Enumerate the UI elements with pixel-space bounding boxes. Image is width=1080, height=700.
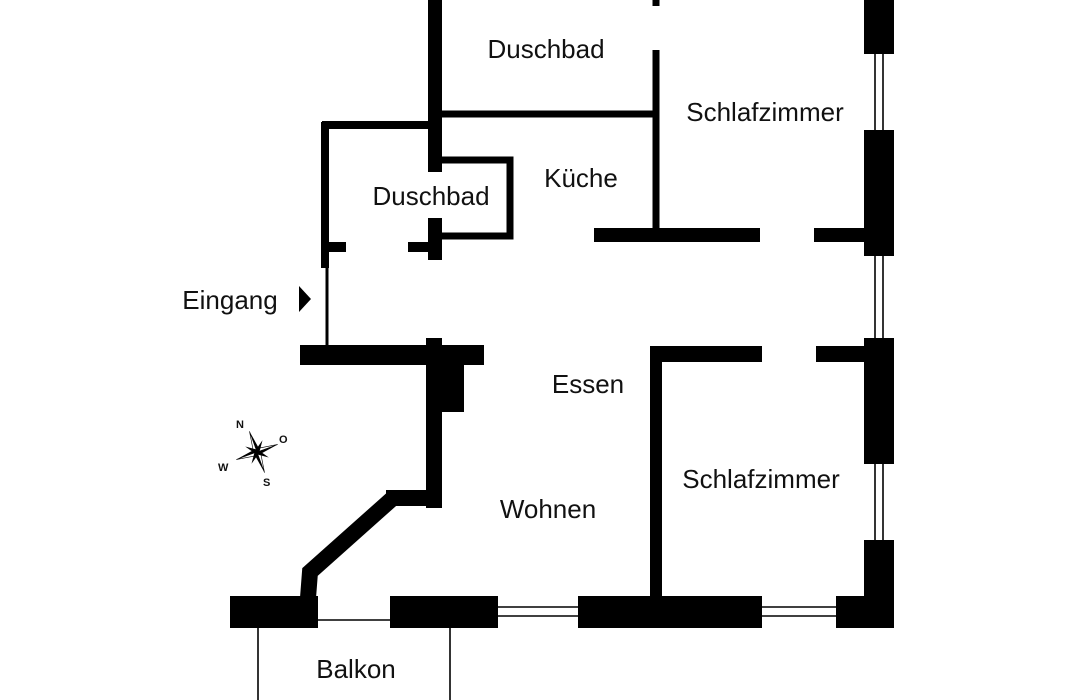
room-label-balkon: Balkon	[316, 654, 396, 684]
entrance-arrow-icon	[299, 286, 311, 312]
wall-bedroom-top-stub	[814, 228, 864, 242]
balcony-outline	[257, 628, 451, 700]
room-label-essen: Essen	[552, 369, 624, 399]
wall-bedroom-bottom-top	[650, 346, 762, 362]
wall-step	[386, 490, 442, 506]
room-label-duschbad-small: Duschbad	[372, 181, 489, 211]
wall-central-upper	[428, 0, 442, 172]
room-label-schlafzimmer-top: Schlafzimmer	[686, 97, 844, 127]
wall-bottom-middle	[390, 596, 498, 628]
wall-kitchen-bedroom	[594, 228, 760, 242]
wall-right-corner	[836, 596, 894, 628]
wall-right-upper	[864, 130, 894, 256]
room-label-kueche: Küche	[544, 163, 618, 193]
wall-duschbad-small	[435, 156, 514, 240]
room-label-schlafzimmer-bottom: Schlafzimmer	[682, 464, 840, 494]
compass-south: S	[263, 477, 270, 489]
compass-east: O	[279, 434, 288, 446]
windows	[318, 54, 884, 621]
wall-stub-left	[322, 242, 346, 252]
wall-bottom-right	[578, 596, 762, 628]
room-label-eingang: Eingang	[182, 285, 277, 315]
wall-right-top	[864, 0, 894, 54]
wall-diagonal	[300, 492, 399, 599]
compass-north: N	[236, 419, 244, 431]
wall-pillar-block	[426, 345, 464, 412]
wall-bottom-left	[230, 596, 318, 628]
wall-stub-right	[408, 242, 442, 252]
room-label-wohnen: Wohnen	[500, 494, 596, 524]
wall-right-middle	[864, 338, 894, 464]
walls	[230, 0, 894, 628]
wall-bedroom-bottom-stub	[816, 346, 864, 362]
thin-walls	[321, 0, 662, 600]
compass-west: W	[218, 462, 229, 474]
compass-rose-icon	[236, 431, 278, 473]
room-label-duschbad-top: Duschbad	[487, 34, 604, 64]
